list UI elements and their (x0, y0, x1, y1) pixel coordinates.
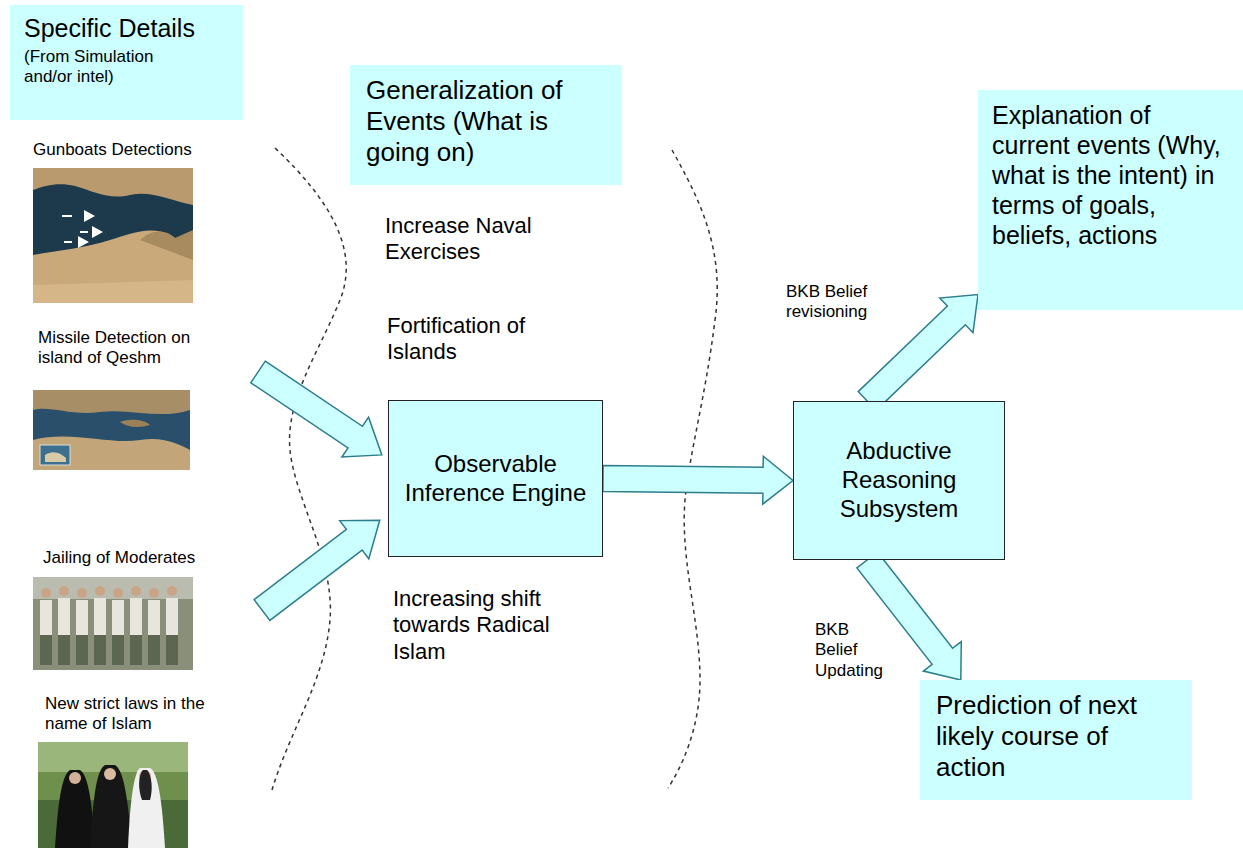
process-box: Observable Inference Engine (388, 400, 603, 557)
block-arrow (603, 456, 793, 504)
box-title: Observable Inference Engine (403, 450, 588, 508)
output-box: Prediction of next likely course of acti… (920, 680, 1192, 800)
heading-box: Generalization of Events (What is going … (350, 65, 622, 185)
box-title: Abductive Reasoning Subsystem (808, 437, 990, 523)
output-box: Explanation of current events (Why, what… (978, 90, 1243, 310)
box-title: Generalization of Events (What is going … (366, 75, 606, 169)
box-title: Explanation of current events (Why, what… (992, 100, 1233, 250)
dashed-separator (272, 148, 346, 790)
event-label: Increase Naval Exercises (385, 213, 565, 266)
satellite-image (33, 168, 193, 303)
block-arrow (245, 352, 396, 475)
process-box: Abductive Reasoning Subsystem (793, 401, 1005, 560)
soldiers-photo (33, 577, 193, 670)
block-arrow (858, 295, 978, 411)
street-photo (38, 742, 188, 848)
event-label: Increasing shift towards Radical Islam (393, 586, 578, 665)
image-caption: Gunboats Detections (33, 140, 253, 160)
image-caption: Missile Detection on island of Qeshm (38, 328, 238, 369)
box-subtitle: (From Simulation and/or intel) (24, 47, 174, 88)
box-title: Specific Details (24, 13, 229, 43)
block-arrow (247, 501, 394, 629)
box-title: Prediction of next likely course of acti… (936, 690, 1176, 784)
image-caption: New strict laws in the name of Islam (45, 694, 230, 735)
edge-label: BKB Belief revisioning (786, 282, 867, 323)
event-label: Fortification of Islands (387, 313, 562, 366)
heading-box: Specific Details (From Simulation and/or … (10, 5, 243, 120)
edge-label: BKB Belief Updating (815, 620, 883, 681)
image-caption: Jailing of Moderates (43, 548, 263, 568)
satellite-image (33, 390, 190, 470)
